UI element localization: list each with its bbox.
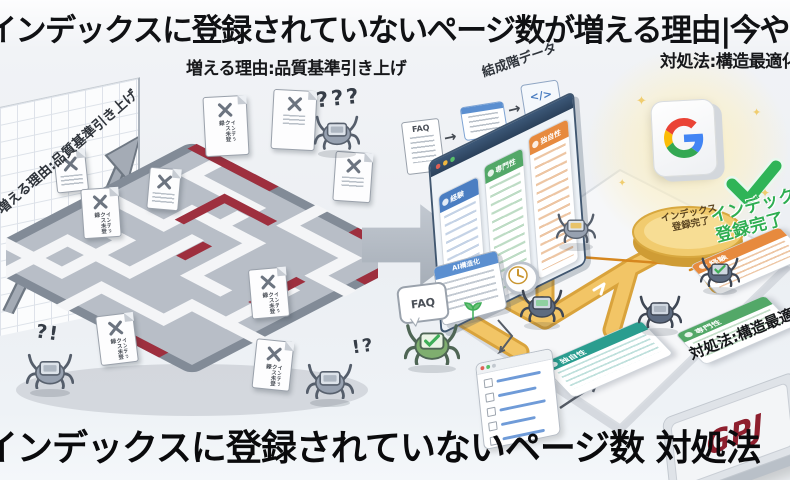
experience-icon	[441, 196, 449, 207]
checkbox-icon	[485, 392, 495, 403]
arrow-right-icon: →	[442, 126, 459, 148]
x-mark-icon	[92, 194, 108, 210]
main-title: インデックスに登録されていないページ数が増える理由|今やるべき対処法	[0, 13, 790, 49]
card-label: 専門性	[495, 156, 517, 175]
x-mark-icon	[266, 346, 282, 362]
sparkle-icon: ✦	[618, 178, 627, 189]
expertise-icon	[487, 167, 494, 178]
crawler-robot-icon	[25, 352, 75, 398]
google-logo-tile	[650, 98, 718, 178]
window-dot-gray	[491, 363, 497, 369]
doc-label: インデックス未登録	[261, 291, 280, 315]
right-section-caption: 対処法:構造最適化	[660, 52, 790, 72]
window-dot-green	[486, 364, 491, 370]
crawler-robot-icon	[637, 294, 683, 336]
window-dot-red	[435, 162, 441, 170]
x-mark-icon	[62, 156, 78, 172]
expertise-icon	[682, 331, 695, 339]
checkbox-icon	[483, 377, 494, 389]
left-section-caption: 増える理由:品質基準引き上げ	[186, 59, 407, 79]
sparkle-icon: ✦	[752, 106, 762, 119]
card-originality: 独自性	[528, 117, 579, 281]
crawler-robot-icon	[519, 288, 565, 330]
faq-bubble-label: FAQ	[410, 295, 436, 311]
doc-label: インデックス未登録	[217, 119, 236, 143]
x-mark-icon	[287, 96, 303, 112]
footer-title: インデックスに登録されていないページ数 対処法	[0, 428, 762, 469]
x-mark-icon	[157, 174, 172, 190]
crawler-robot-icon	[555, 212, 597, 251]
question-marks: ?!	[34, 320, 62, 346]
window-dot-yellow	[442, 159, 448, 167]
checkbox-icon	[486, 406, 497, 418]
x-mark-icon	[217, 102, 233, 118]
x-mark-icon	[260, 274, 276, 290]
faq-speech-bubble: FAQ	[395, 281, 451, 325]
crawler-robot-icon	[305, 362, 355, 408]
card-label: 経験	[450, 188, 465, 204]
unindexed-page-doc: インデックス未登録	[95, 311, 139, 367]
doc-label: インデックス未登録	[93, 211, 112, 235]
faq-doc-label: FAQ	[411, 123, 431, 135]
doc-label: インデックス未登録	[264, 363, 282, 387]
unindexed-page-doc: インデックス未登録	[247, 266, 291, 320]
success-check-icon	[724, 158, 784, 208]
x-mark-icon	[346, 158, 362, 174]
window-dot-red	[480, 365, 485, 371]
maze-corridors	[0, 154, 363, 344]
unindexed-page-doc: インデックス未登録	[80, 186, 122, 240]
crawler-robot-icon	[699, 256, 741, 295]
sprout-icon	[463, 302, 483, 320]
crawler-robot-success-icon	[403, 322, 461, 374]
sparkle-icon: ✦	[636, 94, 647, 109]
crawler-robot-icon	[313, 114, 361, 158]
clock-icon	[503, 261, 539, 295]
card-label: 独自性	[540, 127, 562, 146]
question-marks: !?	[350, 334, 377, 359]
originality-icon	[532, 138, 540, 149]
x-mark-icon	[108, 320, 124, 336]
unindexed-page-doc: インデックス未登録	[251, 338, 295, 392]
unindexed-page-doc	[270, 88, 318, 152]
doc-label: インデックス未登録	[109, 336, 129, 361]
question-marks: ???	[314, 83, 363, 113]
google-g-icon	[663, 118, 704, 158]
window-dot-green	[450, 155, 455, 163]
unindexed-page-doc: インデックス未登録	[202, 94, 250, 158]
unindexed-page-doc	[52, 148, 90, 194]
unindexed-page-doc	[332, 150, 374, 204]
unindexed-page-doc	[146, 166, 182, 212]
sparkle-icon: ✦	[760, 186, 771, 200]
